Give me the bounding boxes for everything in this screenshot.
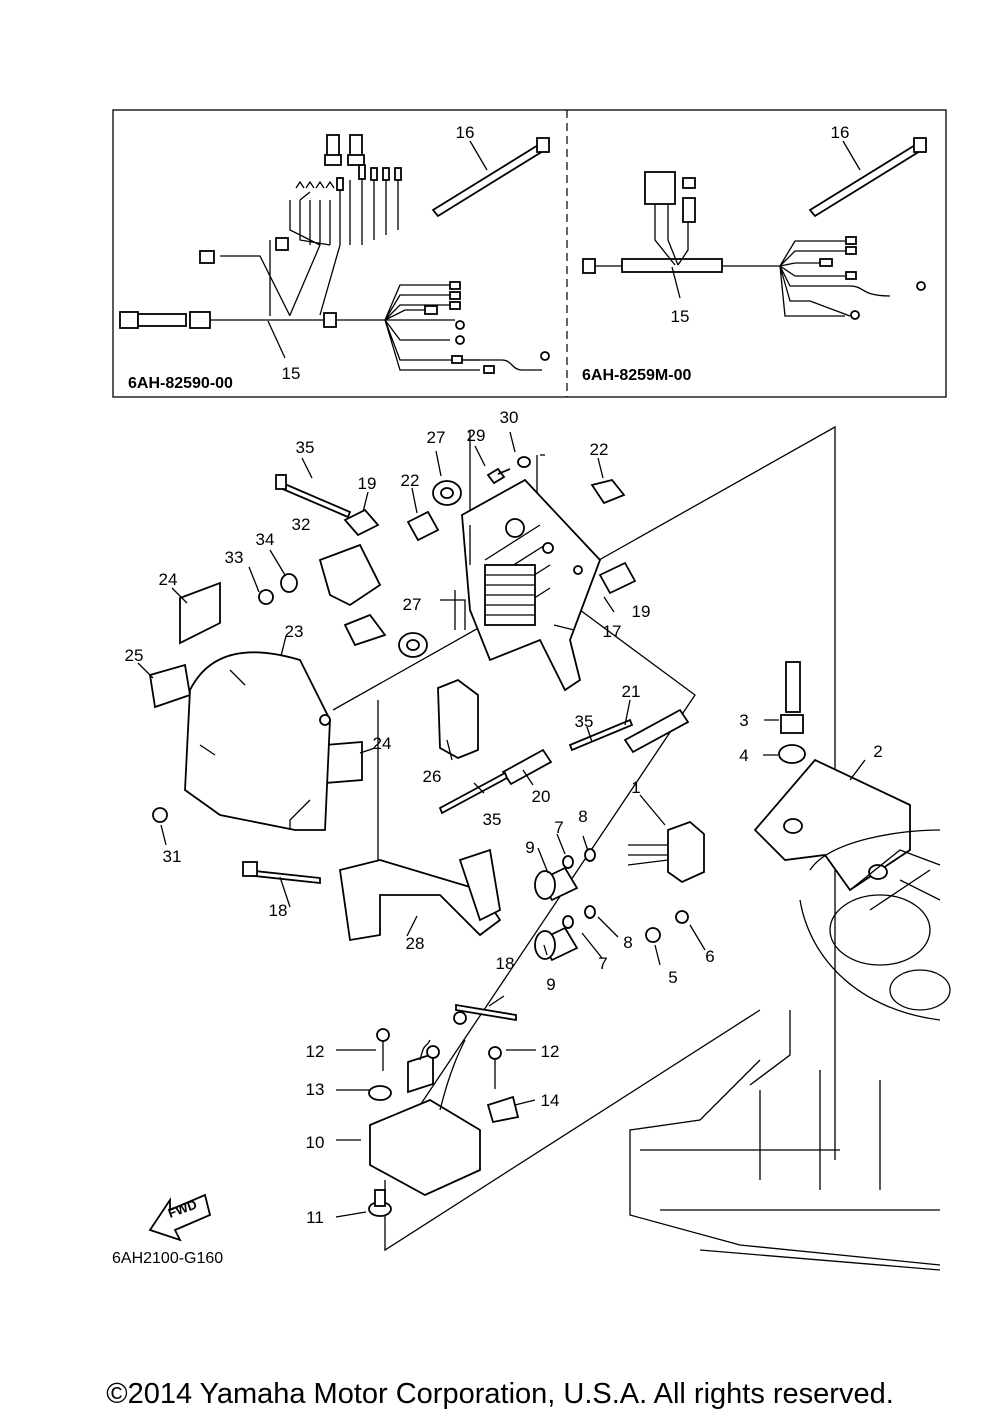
callout-10: 10: [306, 1133, 325, 1152]
callout-22b: 22: [590, 440, 609, 459]
callout-29: 29: [467, 426, 486, 445]
wire-harness-left: [119, 134, 550, 374]
callout-9a: 9: [525, 838, 534, 857]
callout-35a: 35: [296, 438, 315, 457]
callout-6: 6: [705, 947, 714, 966]
part-code-right: 6AH-8259M-00: [582, 367, 691, 384]
callout-24a: 24: [159, 570, 178, 589]
callout-16-left: 16: [456, 123, 475, 142]
callout-15-left: 15: [282, 364, 301, 383]
diagram-reference: 6AH2100-G160: [112, 1250, 223, 1267]
callout-19b: 19: [632, 602, 651, 621]
callout-4: 4: [739, 746, 748, 765]
wire-harness-right: [582, 137, 927, 320]
callout-18b: 18: [496, 954, 515, 973]
callout-25: 25: [125, 646, 144, 665]
callout-16-right: 16: [831, 123, 850, 142]
callout-35b: 35: [575, 712, 594, 731]
callout-17: 17: [603, 622, 622, 641]
callout-27b: 27: [403, 595, 422, 614]
callout-2: 2: [873, 742, 882, 761]
callout-26: 26: [423, 767, 442, 786]
callout-15-right: 15: [671, 307, 690, 326]
callout-11: 11: [306, 1208, 324, 1227]
callout-8b: 8: [623, 933, 632, 952]
callout-31: 31: [163, 847, 182, 866]
callout-33: 33: [225, 548, 244, 567]
callout-8a: 8: [578, 807, 587, 826]
copyright-notice: ©2014 Yamaha Motor Corporation, U.S.A. A…: [106, 1378, 894, 1410]
callout-35c: 35: [483, 810, 502, 829]
callout-1: 1: [631, 778, 640, 797]
callout-21: 21: [622, 682, 641, 701]
callout-13: 13: [306, 1080, 325, 1099]
callout-7b: 7: [598, 954, 607, 973]
exploded-view: FWD 1 2 3 4 5 6 7 7 8 8 9 9 10 11 12 12 …: [112, 408, 951, 1271]
callout-18a: 18: [269, 901, 288, 920]
callout-7a: 7: [554, 818, 563, 837]
callout-24b: 24: [373, 734, 392, 753]
callout-9b: 9: [546, 975, 555, 994]
part-code-left: 6AH-82590-00: [128, 375, 233, 392]
callout-20: 20: [532, 787, 551, 806]
callout-5: 5: [668, 968, 677, 987]
harness-inset: 16 15 16 15 6AH-82590-00 6AH-8259M-00: [112, 109, 947, 398]
callout-12a: 12: [306, 1042, 325, 1061]
callout-3: 3: [739, 711, 748, 730]
callout-34: 34: [256, 530, 275, 549]
callout-27a: 27: [427, 428, 446, 447]
callout-30: 30: [500, 408, 519, 427]
callout-14: 14: [541, 1091, 560, 1110]
callout-23: 23: [285, 622, 304, 641]
callout-32: 32: [292, 515, 311, 534]
fwd-arrow-icon: FWD: [148, 1193, 212, 1242]
callout-12b: 12: [541, 1042, 560, 1061]
callout-22a: 22: [401, 471, 420, 490]
callout-19a: 19: [358, 474, 377, 493]
callout-28: 28: [406, 934, 425, 953]
